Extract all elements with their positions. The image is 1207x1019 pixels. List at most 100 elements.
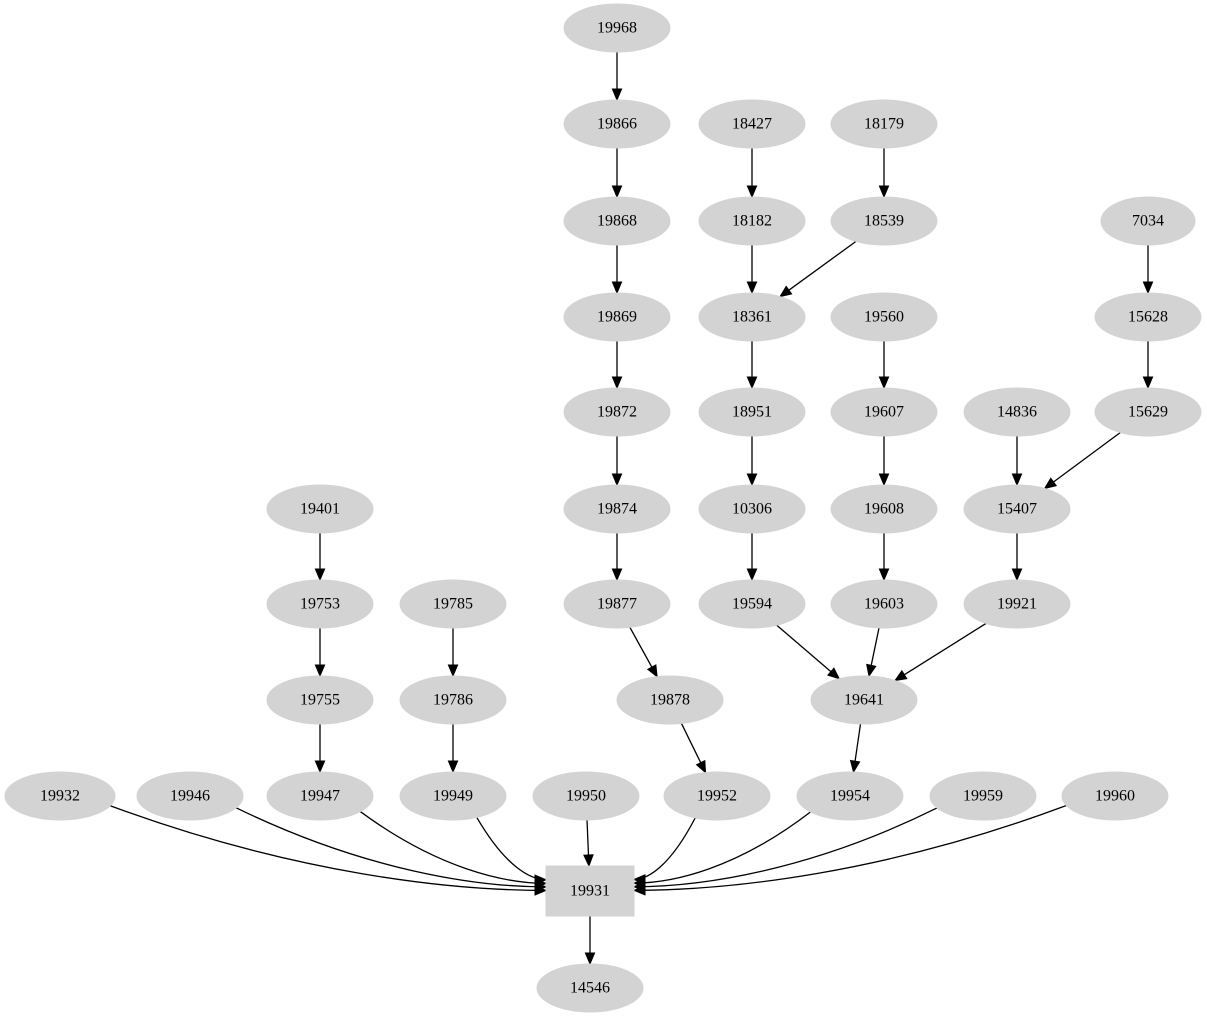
node-ellipse-shape[interactable]: [266, 579, 374, 629]
graph-node-19959[interactable]: 19959: [929, 771, 1037, 821]
edge-arrowhead: [746, 185, 758, 199]
graph-node-19931[interactable]: 19931: [545, 865, 635, 917]
edge-arrowhead: [611, 281, 623, 295]
graph-node-19868[interactable]: 19868: [563, 196, 671, 246]
node-ellipse-shape[interactable]: [563, 579, 671, 629]
graph-node-19755[interactable]: 19755: [266, 675, 374, 725]
node-ellipse-shape[interactable]: [532, 771, 640, 821]
graph-node-19946[interactable]: 19946: [136, 771, 244, 821]
node-ellipse-shape[interactable]: [830, 99, 938, 149]
graph-node-19786[interactable]: 19786: [399, 675, 507, 725]
graph-node-19607[interactable]: 19607: [830, 387, 938, 437]
node-ellipse-shape[interactable]: [929, 771, 1037, 821]
node-ellipse-shape[interactable]: [810, 675, 918, 725]
node-ellipse-shape[interactable]: [1100, 196, 1196, 246]
graph-node-19866[interactable]: 19866: [563, 99, 671, 149]
graph-node-19753[interactable]: 19753: [266, 579, 374, 629]
graph-node-18361[interactable]: 18361: [698, 292, 806, 342]
node-ellipse-shape[interactable]: [563, 196, 671, 246]
graph-node-19932[interactable]: 19932: [4, 771, 116, 821]
node-ellipse-shape[interactable]: [830, 579, 938, 629]
graph-node-18539[interactable]: 18539: [830, 196, 938, 246]
node-ellipse-shape[interactable]: [830, 484, 938, 534]
graph-node-19869[interactable]: 19869: [563, 292, 671, 342]
node-ellipse-shape[interactable]: [830, 292, 938, 342]
node-ellipse-shape[interactable]: [796, 771, 904, 821]
graph-node-19608[interactable]: 19608: [830, 484, 938, 534]
graph-node-19947[interactable]: 19947: [266, 771, 374, 821]
graph-node-18179[interactable]: 18179: [830, 99, 938, 149]
node-ellipse-shape[interactable]: [1061, 771, 1169, 821]
graph-edge: [1044, 431, 1121, 489]
graph-node-19560[interactable]: 19560: [830, 292, 938, 342]
graph-node-19401[interactable]: 19401: [266, 484, 374, 534]
node-ellipse-shape[interactable]: [830, 387, 938, 437]
edge-arrowhead: [1011, 473, 1023, 487]
graph-node-18427[interactable]: 18427: [698, 99, 806, 149]
node-ellipse-shape[interactable]: [1094, 292, 1202, 342]
node-ellipse-shape[interactable]: [266, 675, 374, 725]
node-ellipse-shape[interactable]: [4, 771, 116, 821]
graph-node-19952[interactable]: 19952: [663, 771, 771, 821]
node-ellipse-shape[interactable]: [266, 484, 374, 534]
graph-node-15628[interactable]: 15628: [1094, 292, 1202, 342]
node-ellipse-shape[interactable]: [616, 675, 724, 725]
edge-arrowhead: [746, 376, 758, 390]
node-box-shape[interactable]: [545, 865, 635, 917]
graph-node-18182[interactable]: 18182: [698, 196, 806, 246]
node-ellipse-shape[interactable]: [698, 292, 806, 342]
node-ellipse-shape[interactable]: [266, 771, 374, 821]
edge-arrowhead: [695, 759, 707, 774]
graph-node-19872[interactable]: 19872: [563, 387, 671, 437]
node-ellipse-shape[interactable]: [698, 484, 806, 534]
graph-node-19874[interactable]: 19874: [563, 484, 671, 534]
graph-node-19968[interactable]: 19968: [563, 3, 671, 53]
graph-node-19877[interactable]: 19877: [563, 579, 671, 629]
graph-node-19603[interactable]: 19603: [830, 579, 938, 629]
node-ellipse-shape[interactable]: [663, 771, 771, 821]
node-ellipse-shape[interactable]: [563, 292, 671, 342]
graph-node-15407[interactable]: 15407: [963, 484, 1071, 534]
graph-node-19594[interactable]: 19594: [698, 579, 806, 629]
graph-edge: [476, 817, 547, 881]
node-ellipse-shape[interactable]: [563, 3, 671, 53]
node-ellipse-shape[interactable]: [698, 99, 806, 149]
node-ellipse-shape[interactable]: [563, 387, 671, 437]
node-ellipse-shape[interactable]: [536, 963, 644, 1013]
edge-arrowhead: [893, 669, 908, 682]
node-ellipse-shape[interactable]: [963, 484, 1071, 534]
edge-arrowhead: [584, 952, 596, 966]
node-ellipse-shape[interactable]: [963, 579, 1071, 629]
graph-node-14836[interactable]: 14836: [963, 387, 1071, 437]
node-ellipse-shape[interactable]: [963, 387, 1071, 437]
node-ellipse-shape[interactable]: [698, 579, 806, 629]
graph-edge: [633, 817, 696, 881]
node-ellipse-shape[interactable]: [563, 484, 671, 534]
node-ellipse-shape[interactable]: [1094, 387, 1202, 437]
node-ellipse-shape[interactable]: [399, 675, 507, 725]
node-ellipse-shape[interactable]: [563, 99, 671, 149]
graph-node-19785[interactable]: 19785: [399, 579, 507, 629]
graph-node-19921[interactable]: 19921: [963, 579, 1071, 629]
graph-node-10306[interactable]: 10306: [698, 484, 806, 534]
node-ellipse-shape[interactable]: [136, 771, 244, 821]
graph-node-19878[interactable]: 19878: [616, 675, 724, 725]
edge-arrowhead: [1011, 568, 1023, 582]
graph-node-19949[interactable]: 19949: [399, 771, 507, 821]
node-ellipse-shape[interactable]: [698, 387, 806, 437]
node-ellipse-shape[interactable]: [830, 196, 938, 246]
graph-node-19641[interactable]: 19641: [810, 675, 918, 725]
graph-node-19950[interactable]: 19950: [532, 771, 640, 821]
graph-node-18951[interactable]: 18951: [698, 387, 806, 437]
node-ellipse-shape[interactable]: [399, 771, 507, 821]
graph-node-14546[interactable]: 14546: [536, 963, 644, 1013]
graph-node-15629[interactable]: 15629: [1094, 387, 1202, 437]
edge-arrowhead: [1043, 477, 1058, 490]
node-ellipse-shape[interactable]: [698, 196, 806, 246]
graph-node-19954[interactable]: 19954: [796, 771, 904, 821]
node-ellipse-shape[interactable]: [399, 579, 507, 629]
edge-arrowhead: [447, 760, 459, 774]
graph-node-7034[interactable]: 7034: [1100, 196, 1196, 246]
graph-node-19960[interactable]: 19960: [1061, 771, 1169, 821]
